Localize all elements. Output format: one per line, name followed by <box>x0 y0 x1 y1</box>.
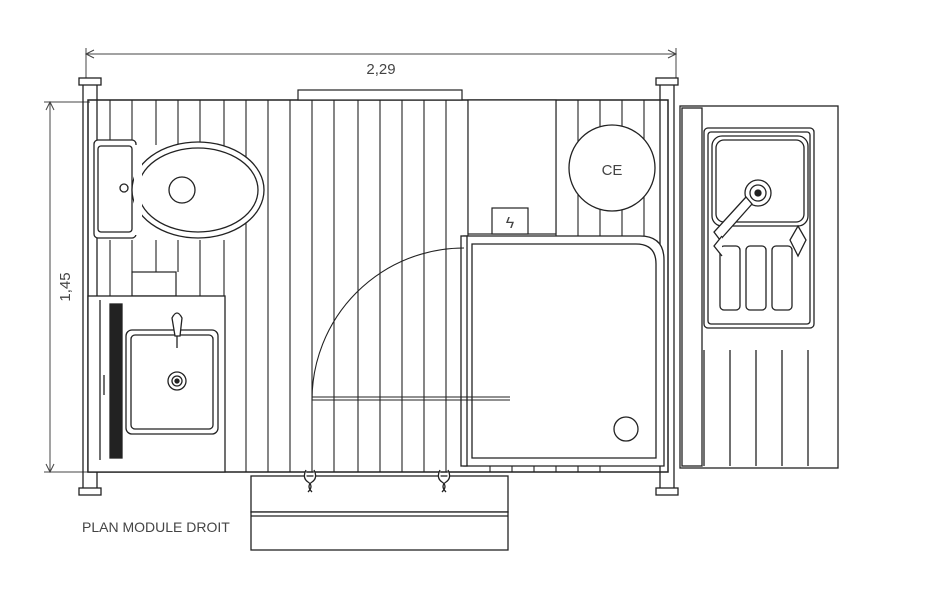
entry-steps <box>250 469 509 551</box>
electric-unit <box>467 99 557 235</box>
door-swing <box>311 247 510 401</box>
shower-tray <box>460 235 665 467</box>
window-frame <box>297 89 463 101</box>
toilet <box>93 139 265 239</box>
water-heater <box>568 124 656 212</box>
plan-caption: PLAN MODULE DROIT <box>82 519 230 535</box>
electric-symbol: ϟ <box>506 215 515 232</box>
width-dimension <box>84 48 678 78</box>
small-cabinet <box>131 271 177 297</box>
height-label: 1,45 <box>57 272 74 301</box>
width-label: 2,29 <box>366 61 395 78</box>
washbasin <box>87 295 226 473</box>
kitchen-sink <box>703 127 815 329</box>
corner-posts <box>78 77 679 496</box>
water-heater-label: CE <box>602 162 623 179</box>
height-dimension <box>44 100 90 474</box>
